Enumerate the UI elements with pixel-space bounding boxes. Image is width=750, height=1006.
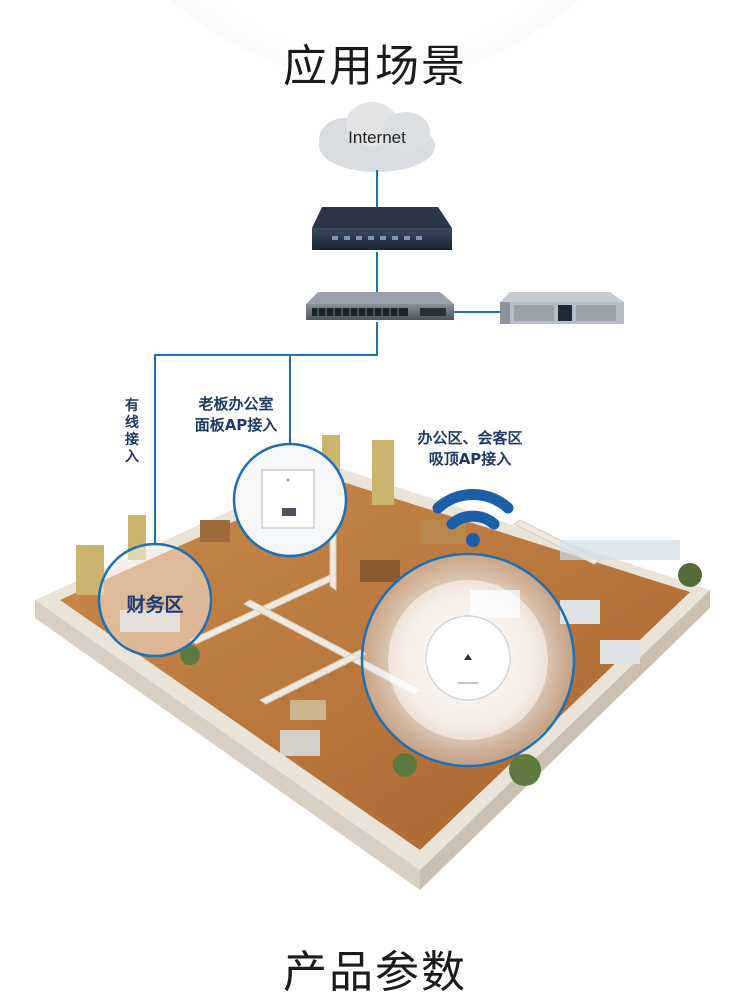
office-area-label: 办公区、会客区 吸顶AP接入 bbox=[395, 428, 545, 470]
wired-access-label: 有线接入 bbox=[125, 398, 139, 465]
panel-ap-icon bbox=[232, 442, 348, 558]
router-icon bbox=[312, 207, 452, 250]
connection-lines bbox=[154, 170, 510, 560]
boss-office-label-line2: 面板AP接入 bbox=[194, 416, 278, 434]
office-area-label-line2: 吸顶AP接入 bbox=[428, 450, 512, 468]
boss-office-label: 老板办公室 面板AP接入 bbox=[176, 394, 296, 436]
office-area-label-line1: 办公区、会客区 bbox=[417, 429, 523, 447]
server-icon bbox=[500, 292, 624, 324]
finance-zone-label: 财务区 bbox=[126, 594, 184, 616]
cloud-icon bbox=[319, 102, 435, 172]
boss-office-label-line1: 老板办公室 bbox=[198, 395, 274, 413]
section-title-params: 产品参数 bbox=[283, 947, 467, 998]
ceiling-ap-icon bbox=[360, 552, 576, 768]
finance-zone-highlight bbox=[97, 542, 213, 658]
wifi-icon bbox=[432, 489, 514, 547]
internet-label: Internet bbox=[348, 128, 406, 147]
switch-icon bbox=[306, 292, 454, 320]
section-title: 应用场景 bbox=[283, 41, 467, 92]
